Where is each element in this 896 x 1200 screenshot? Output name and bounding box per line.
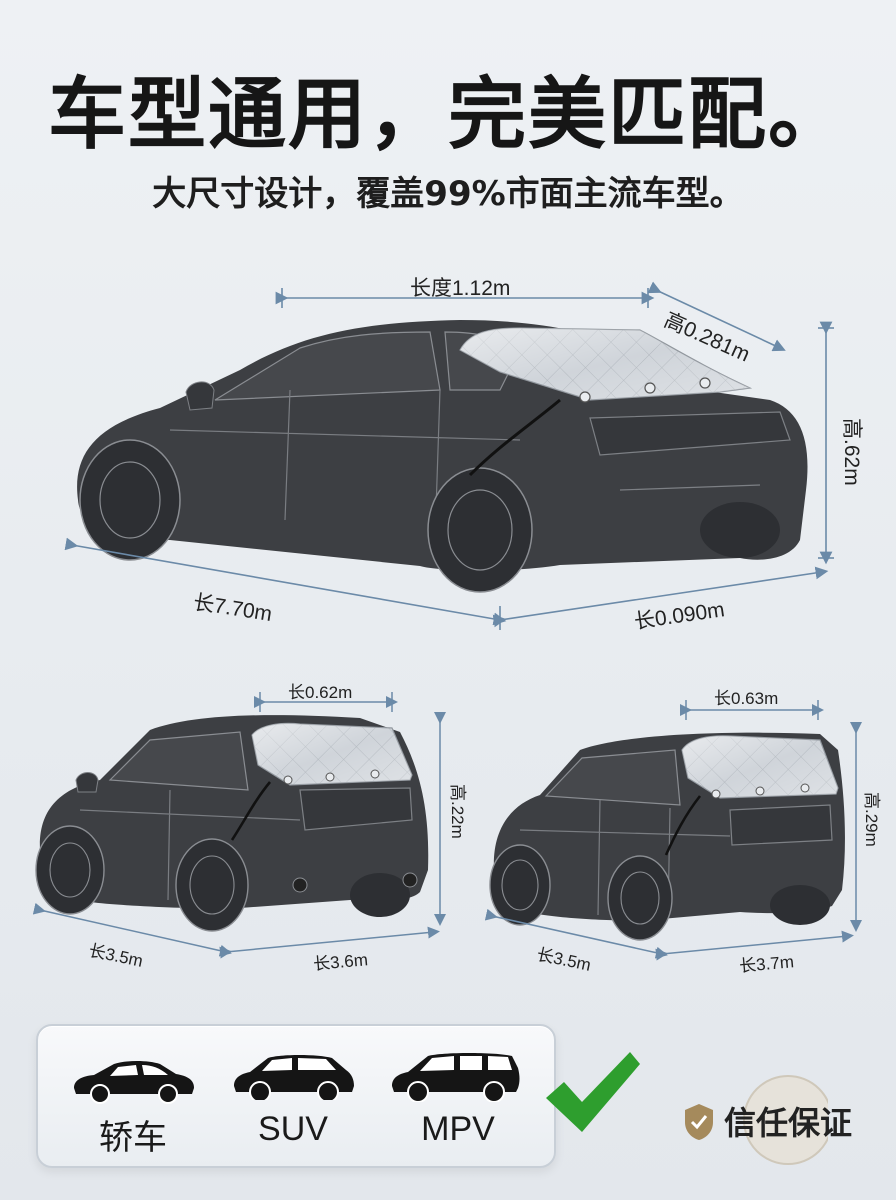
checkmark-icon (546, 1052, 640, 1132)
mpv-illustration (484, 700, 862, 961)
mpv-bottom-right-length: 长3.7m (738, 952, 795, 976)
vehicle-type-suv-label: SUV (258, 1110, 328, 1148)
mpv-top-length: 长0.63m (714, 689, 779, 708)
mpv-side-height: 高.29m (862, 792, 881, 847)
suv-windshield-cover (230, 722, 413, 841)
suv-illustration (32, 692, 446, 959)
sedan-top-length: 长度1.12m (410, 277, 511, 300)
shield-icon (685, 1104, 713, 1140)
sedan-dimension-lines (64, 281, 834, 630)
sedan-illustration (64, 281, 834, 630)
vehicle-type-mpv: MPV (378, 1026, 538, 1166)
suv-bottom-right-length: 长3.6m (312, 950, 369, 974)
mpv-windshield-cover (664, 735, 839, 856)
vehicle-type-sedan-label: 轿车 (99, 1118, 167, 1158)
trust-badge: 信任保证 (685, 1075, 864, 1165)
sedan-side-height: 高.62m (840, 418, 863, 486)
sedan-windshield-cover (459, 327, 753, 477)
page-title: 车型通用，完美匹配。 (47, 70, 848, 160)
suv-top-length: 长0.62m (288, 683, 353, 702)
suv-icon (234, 1055, 354, 1100)
sedan-icon (74, 1061, 194, 1104)
vehicle-type-suv: SUV (218, 1026, 368, 1166)
page-subtitle: 大尺寸设计，覆盖99%市面主流车型。 (152, 174, 744, 214)
sedan-body (77, 320, 808, 593)
vehicle-type-sedan: 轿车 (58, 1026, 208, 1166)
mpv-icon (392, 1053, 520, 1102)
vehicle-type-mpv-label: MPV (421, 1110, 495, 1148)
trust-badge-label: 信任保证 (724, 1104, 853, 1142)
suv-side-height: 高.22m (448, 784, 467, 839)
badge-circle (743, 1075, 828, 1165)
vehicle-type-panel: 轿车 SUV MPV (36, 1024, 556, 1168)
mpv-dimension-lines (484, 700, 862, 961)
suv-dimension-lines (32, 692, 446, 959)
